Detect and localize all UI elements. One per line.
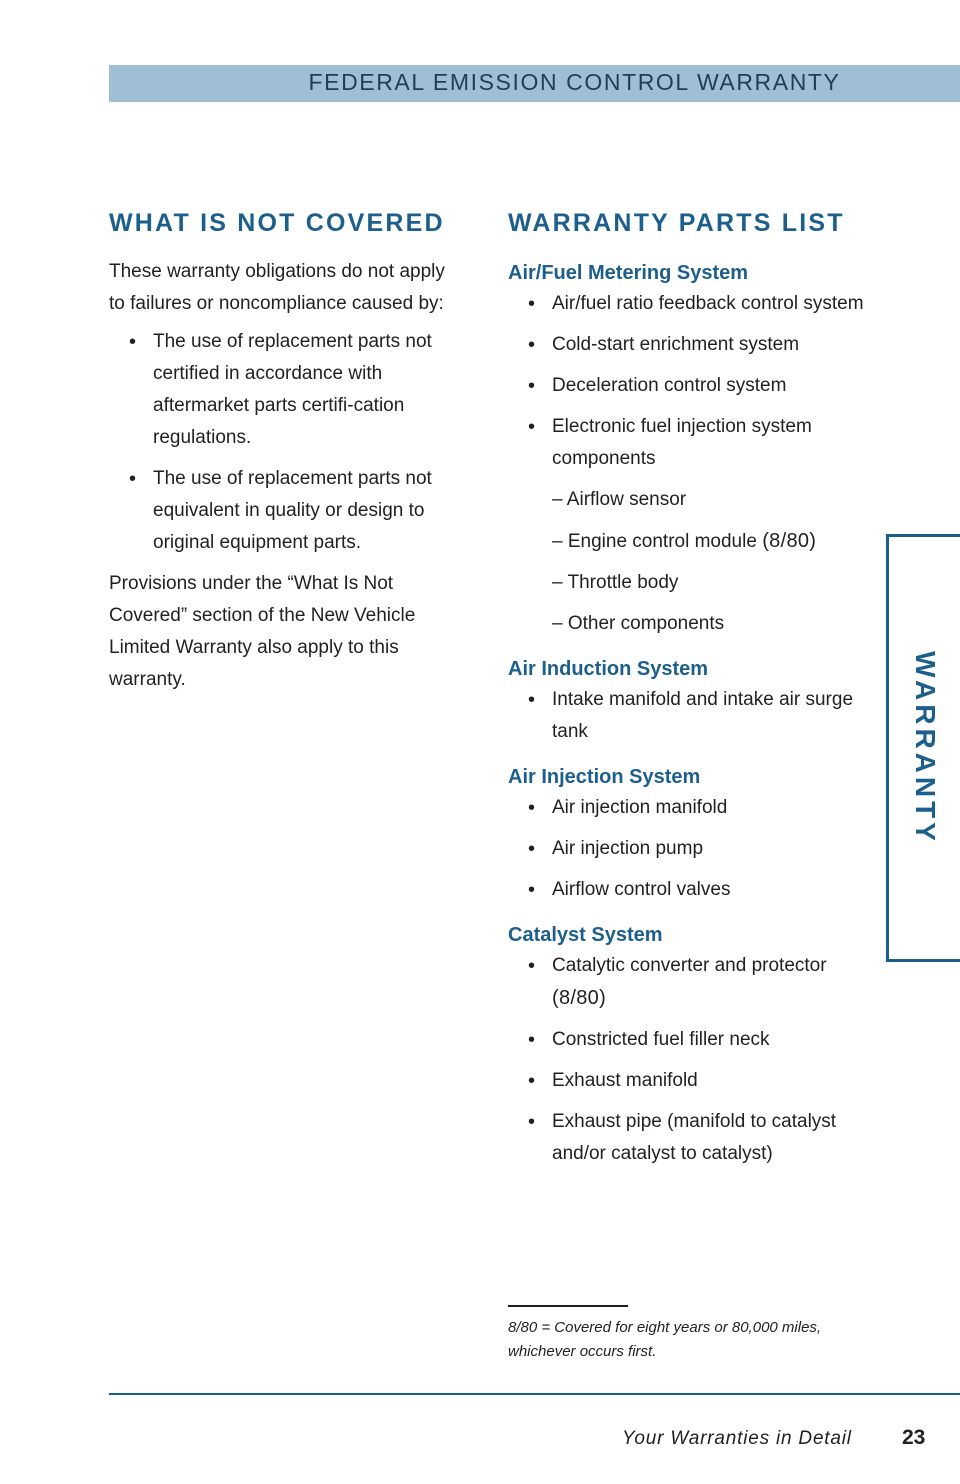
air-induction-system: Air Induction System Intake manifold and… <box>508 654 868 748</box>
fuel-injection-components: – Airflow sensor – Engine control module… <box>508 484 868 640</box>
sub-item: – Airflow sensor <box>552 489 687 510</box>
system-title: Air Injection System <box>508 766 701 788</box>
not-covered-title: WHAT IS NOT COVERED <box>109 209 445 237</box>
list-item: The use of replacement parts not equival… <box>109 463 454 559</box>
footnote: 8/80 = Covered for eight years or 80,000… <box>508 1319 822 1360</box>
list-item: Deceleration control system <box>508 370 868 402</box>
list-item: Cold-start enrichment system <box>508 329 868 361</box>
list-item: Catalytic converter and protector (8/80) <box>508 950 868 1015</box>
side-tab: WARRANTY <box>886 534 960 962</box>
system-items: Air/fuel ratio feedback control system C… <box>508 288 868 475</box>
page-header-title: FEDERAL EMISSION CONTROL WARRANTY <box>308 69 841 95</box>
system-items: Air injection manifold Air injection pum… <box>508 792 868 906</box>
list-item: Intake manifold and intake air surge tan… <box>508 684 868 748</box>
air-injection-system: Air Injection System Air injection manif… <box>508 762 868 906</box>
footer-label: Your Warranties in Detail <box>622 1428 852 1449</box>
parts-list-section: WARRANTY PARTS LIST Air/Fuel Metering Sy… <box>508 204 868 1184</box>
side-tab-label: WARRANTY <box>909 651 941 845</box>
list-item: Constricted fuel filler neck <box>508 1024 868 1056</box>
coverage-code: (8/80) <box>762 530 817 552</box>
not-covered-intro: These warranty obligations do not apply … <box>109 261 445 314</box>
list-item: The use of replacement parts not certifi… <box>109 326 454 454</box>
air-fuel-metering-system: Air/Fuel Metering System Air/fuel ratio … <box>508 258 868 640</box>
header-bar: FEDERAL EMISSION CONTROL WARRANTY <box>109 65 960 102</box>
system-title: Air/Fuel Metering System <box>508 262 749 284</box>
provisions-text: Provisions under the “What Is Not Covere… <box>109 573 416 690</box>
list-item: Air injection manifold <box>508 792 868 824</box>
list-item: Electronic fuel injection system compone… <box>508 411 868 475</box>
footnote-divider <box>508 1305 628 1307</box>
list-item: Air injection pump <box>508 833 868 865</box>
coverage-code: (8/80) <box>552 987 607 1009</box>
list-item: Airflow control valves <box>508 874 868 906</box>
not-covered-list: The use of replacement parts not certifi… <box>109 326 454 559</box>
list-item: Air/fuel ratio feedback control system <box>508 288 868 320</box>
list-item: Exhaust pipe (manifold to catalyst and/o… <box>508 1106 868 1170</box>
system-title: Catalyst System <box>508 924 663 946</box>
sub-item: – Throttle body <box>552 572 679 593</box>
catalyst-system: Catalyst System Catalytic converter and … <box>508 920 868 1170</box>
system-items: Catalytic converter and protector (8/80)… <box>508 950 868 1170</box>
not-covered-section: WHAT IS NOT COVERED These warranty oblig… <box>109 204 454 696</box>
sub-item: – Engine control module (8/80) <box>552 530 817 552</box>
system-title: Air Induction System <box>508 658 709 680</box>
list-item: Exhaust manifold <box>508 1065 868 1097</box>
footer-divider <box>109 1393 960 1395</box>
parts-list-title: WARRANTY PARTS LIST <box>508 209 845 237</box>
system-items: Intake manifold and intake air surge tan… <box>508 684 868 748</box>
sub-item: – Other components <box>552 613 725 634</box>
page-number: 23 <box>902 1426 926 1449</box>
